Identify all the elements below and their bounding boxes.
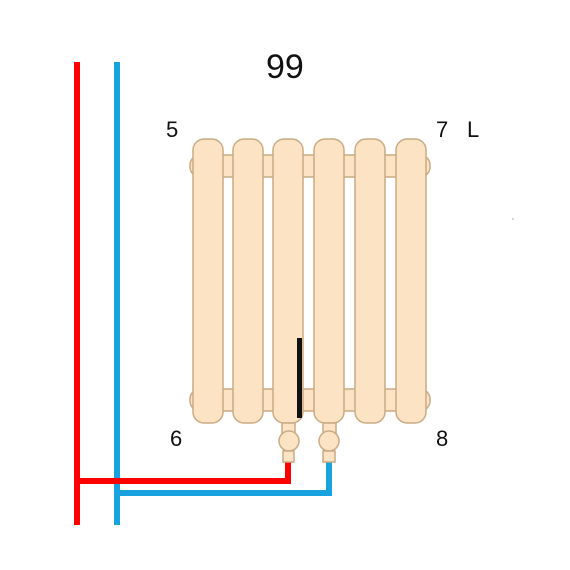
supply-pipe-connection (77, 458, 291, 484)
stray-dot (512, 218, 514, 220)
radiator-section (395, 138, 427, 424)
corner-label-bottom-right: 8 (436, 426, 449, 451)
radiator-section (232, 138, 264, 424)
radiator-section (192, 138, 224, 424)
corner-label-bottom-left: 6 (170, 426, 183, 451)
top-collector (189, 154, 431, 178)
side-label: L (467, 117, 480, 142)
radiator-section (313, 138, 345, 424)
radiator-section (354, 138, 386, 424)
corner-label-top-left: 5 (166, 117, 179, 142)
bottom-collector (189, 388, 431, 412)
diagram-title: 99 (266, 48, 304, 86)
valve-icon (278, 422, 300, 463)
return-pipe-connection (117, 458, 332, 496)
thermostat-rod-icon (297, 338, 302, 418)
corner-label-top-right: 7 (436, 117, 449, 142)
valve-icon (318, 422, 340, 463)
